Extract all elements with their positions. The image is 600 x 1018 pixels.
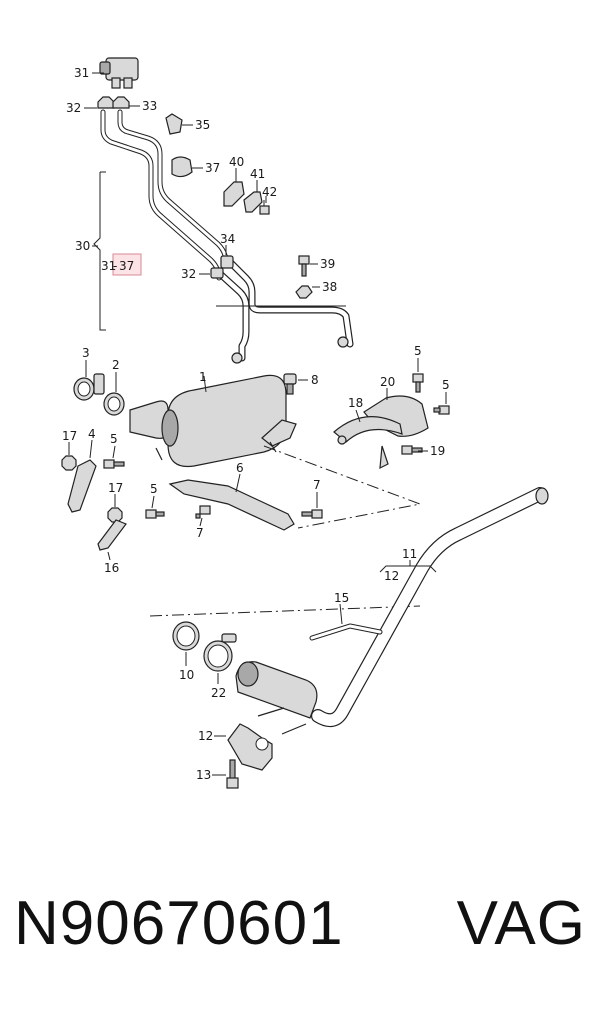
callout-37-highlighted: 37 bbox=[119, 259, 134, 273]
callout-10: 10 bbox=[179, 668, 194, 682]
callout-17-top: 17 bbox=[62, 429, 77, 443]
callout-20: 20 bbox=[380, 375, 395, 389]
tailpipe-11[interactable] bbox=[311, 487, 549, 728]
callout-15: 15 bbox=[334, 591, 349, 605]
bolt-5-lower[interactable] bbox=[145, 509, 165, 519]
bolt-39[interactable] bbox=[298, 255, 310, 277]
callout-1: 1 bbox=[199, 370, 207, 384]
pipe-15[interactable] bbox=[309, 623, 383, 641]
rear-silencer[interactable] bbox=[235, 661, 318, 735]
clamp-10[interactable] bbox=[172, 621, 200, 651]
group-bracket-30 bbox=[93, 171, 106, 331]
gasket-2[interactable] bbox=[103, 392, 125, 416]
callout-11: 11 bbox=[402, 547, 417, 561]
pressure-sensor[interactable] bbox=[99, 57, 139, 89]
callout-12-bracket: 12 bbox=[198, 729, 213, 743]
hose-clamp-33[interactable] bbox=[112, 96, 130, 109]
pressure-pipe[interactable] bbox=[214, 258, 354, 364]
callout-32: 32 bbox=[66, 101, 81, 115]
bracket-4[interactable] bbox=[67, 459, 97, 513]
hose-clamp-32[interactable] bbox=[97, 96, 115, 109]
callout-18: 18 bbox=[348, 396, 363, 410]
callout-5-top: 5 bbox=[414, 344, 422, 358]
callout-30: 30 bbox=[75, 239, 90, 253]
nut-17-top[interactable] bbox=[61, 455, 77, 471]
callout-8: 8 bbox=[311, 373, 319, 387]
sensor-8[interactable] bbox=[283, 373, 297, 395]
bolt-7-left[interactable] bbox=[195, 505, 211, 519]
callout-31-range-start: 31 bbox=[101, 259, 116, 273]
callout-22: 22 bbox=[211, 686, 226, 700]
bracket-6[interactable] bbox=[168, 479, 295, 531]
callout-7-right: 7 bbox=[313, 478, 321, 492]
callout-4: 4 bbox=[88, 427, 96, 441]
clip-35[interactable] bbox=[165, 113, 183, 135]
holder-37[interactable] bbox=[171, 156, 193, 178]
bolt-13[interactable] bbox=[226, 759, 239, 789]
clamp-34[interactable] bbox=[220, 255, 234, 269]
callout-7-left: 7 bbox=[196, 526, 204, 540]
callout-13: 13 bbox=[196, 768, 211, 782]
relation-line-upper bbox=[263, 445, 422, 529]
bolt-42[interactable] bbox=[259, 200, 270, 215]
callout-41: 41 bbox=[250, 167, 265, 181]
clamp-3[interactable] bbox=[73, 373, 105, 401]
callout-33: 33 bbox=[142, 99, 157, 113]
bracket-41[interactable] bbox=[243, 191, 263, 213]
callout-19: 19 bbox=[430, 444, 445, 458]
nut-17-bottom[interactable] bbox=[107, 507, 123, 523]
bracket-16[interactable] bbox=[97, 519, 127, 551]
bolt-5-top[interactable] bbox=[412, 373, 424, 393]
particulate-filter-1[interactable] bbox=[129, 374, 297, 468]
bolt-19[interactable] bbox=[401, 445, 423, 455]
callout-40: 40 bbox=[229, 155, 244, 169]
callout-35: 35 bbox=[195, 118, 210, 132]
bracket-40[interactable] bbox=[223, 181, 245, 207]
callout-5-left: 5 bbox=[110, 432, 118, 446]
callout-32-lower: 32 bbox=[181, 267, 196, 281]
group-bracket-11 bbox=[379, 565, 437, 573]
callout-2: 2 bbox=[112, 358, 120, 372]
bolt-5-left[interactable] bbox=[103, 459, 125, 469]
callout-3: 3 bbox=[82, 346, 90, 360]
callout-37: 37 bbox=[205, 161, 220, 175]
callout-38: 38 bbox=[322, 280, 337, 294]
clamp-22[interactable] bbox=[203, 633, 237, 672]
bracket-12[interactable] bbox=[227, 723, 273, 771]
highlighted-reference[interactable] bbox=[112, 253, 142, 276]
clamp-32-lower[interactable] bbox=[210, 267, 224, 279]
callout-42: 42 bbox=[262, 185, 277, 199]
part-number-footer: N90670601 VAG bbox=[0, 888, 600, 988]
callout-16: 16 bbox=[104, 561, 119, 575]
callout-34: 34 bbox=[220, 232, 235, 246]
callout-5-right: 5 bbox=[442, 378, 450, 392]
brand-name: VAG bbox=[456, 889, 586, 958]
callout-39: 39 bbox=[320, 257, 335, 271]
callout-31: 31 bbox=[74, 66, 89, 80]
bolt-5-right[interactable] bbox=[433, 405, 450, 415]
sensor-hoses[interactable] bbox=[100, 109, 229, 281]
callout-6: 6 bbox=[236, 461, 244, 475]
callout-12-group: 12 bbox=[384, 569, 399, 583]
clip-38[interactable] bbox=[295, 285, 313, 299]
bracket-18[interactable] bbox=[333, 416, 403, 470]
relation-line-lower bbox=[149, 605, 421, 617]
part-number: N90670601 bbox=[14, 889, 344, 958]
callout-17-bottom: 17 bbox=[108, 481, 123, 495]
callout-5-lower: 5 bbox=[150, 482, 158, 496]
callout-range-separator: - bbox=[113, 259, 117, 273]
bolt-7-right[interactable] bbox=[301, 509, 323, 519]
